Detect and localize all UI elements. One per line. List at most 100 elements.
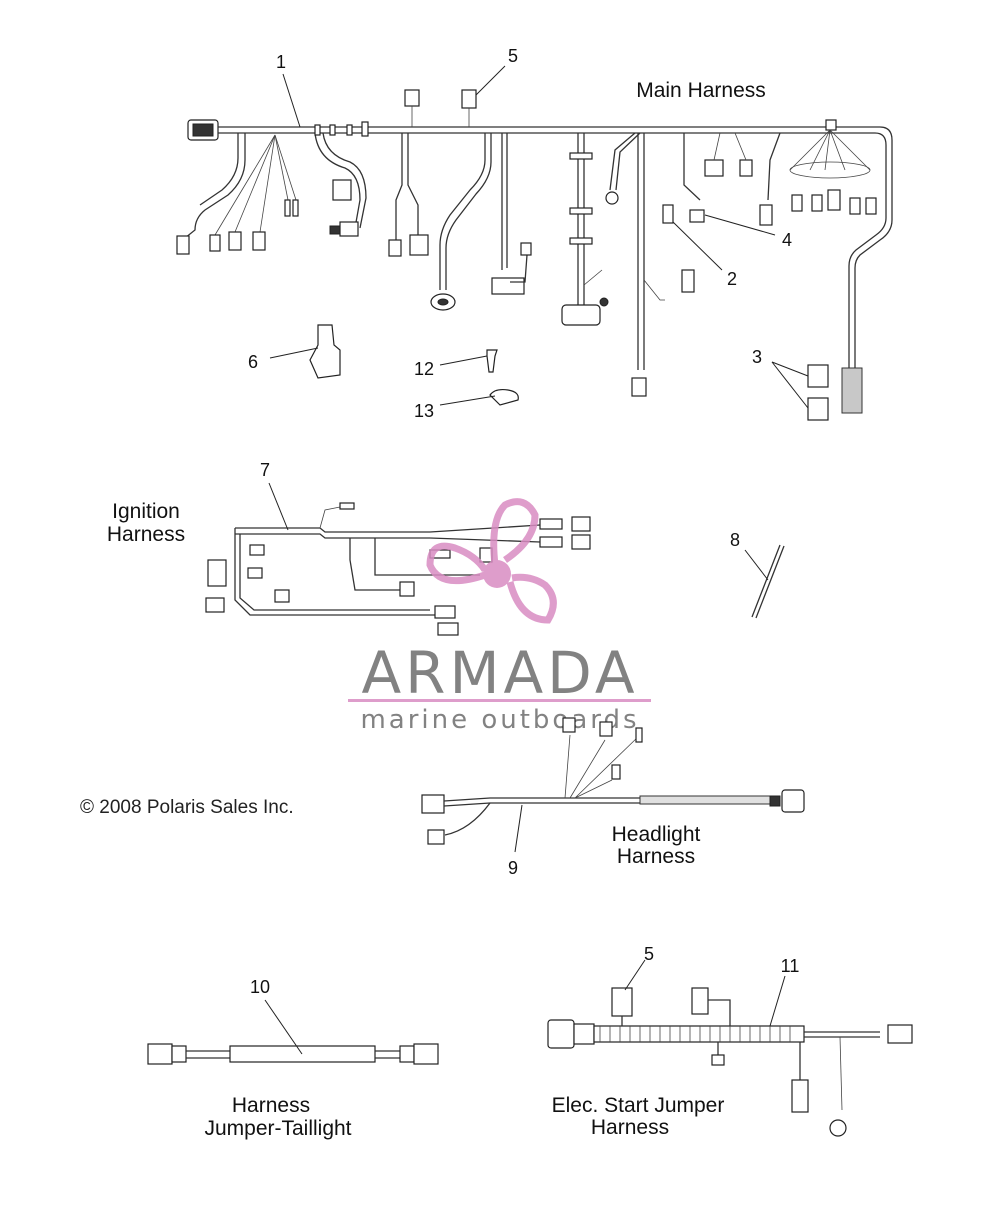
fan-spokes bbox=[789, 129, 871, 171]
ign-top-tap bbox=[319, 506, 341, 529]
main-connector-m bbox=[662, 204, 674, 224]
jt-connector-left-b bbox=[171, 1045, 187, 1063]
main-connector-v bbox=[865, 197, 877, 215]
main-grommet bbox=[599, 297, 609, 307]
prop-blade-left bbox=[426, 542, 488, 585]
hl-connector-d bbox=[635, 727, 643, 743]
relay-top bbox=[461, 89, 477, 109]
main-branch-i bbox=[683, 133, 701, 201]
trunk-clip-4 bbox=[361, 121, 369, 137]
jumper-taillight-harness bbox=[147, 1043, 439, 1065]
part-8-strap bbox=[751, 544, 785, 619]
main-connector-f-tab bbox=[329, 225, 341, 235]
hl-connector-right bbox=[781, 789, 805, 813]
ign-branch-mid-2 bbox=[374, 538, 480, 576]
ign-connector-d bbox=[539, 518, 563, 530]
main-connector-s bbox=[811, 194, 823, 212]
ground-block bbox=[841, 367, 863, 414]
armada-watermark: ARMADA marine outboards bbox=[348, 498, 651, 735]
es-connector-left bbox=[547, 1019, 575, 1049]
es-connector-top bbox=[691, 987, 709, 1015]
main-harness bbox=[176, 89, 893, 421]
main-branch-d-2 bbox=[445, 133, 492, 290]
leader-6 bbox=[269, 347, 319, 359]
main-connector-r bbox=[791, 194, 803, 212]
fan-wire-1 bbox=[214, 134, 276, 236]
ign-connector-k bbox=[434, 605, 456, 619]
hl-branches-up bbox=[564, 734, 641, 799]
leader-5b bbox=[624, 959, 646, 991]
ign-connector-f bbox=[539, 536, 563, 548]
callout-1: 1 bbox=[276, 52, 286, 72]
callout-12: 12 bbox=[414, 359, 434, 379]
callout-8: 8 bbox=[730, 530, 740, 550]
main-branch-c-2 bbox=[407, 133, 419, 235]
callout-5-elec-start: 5 bbox=[644, 944, 654, 964]
es-conduit bbox=[593, 1025, 805, 1043]
main-branch-g-2 bbox=[615, 132, 641, 191]
part-6-relay-boot bbox=[309, 324, 341, 379]
main-connector-i bbox=[491, 277, 525, 295]
main-connector-item3-b bbox=[807, 397, 829, 421]
ign-connector-g bbox=[571, 534, 591, 550]
fan-wire-5 bbox=[274, 134, 297, 201]
main-trunk-lower bbox=[218, 132, 887, 370]
main-connector-c bbox=[228, 231, 242, 251]
main-branch-to-relay bbox=[314, 132, 361, 229]
leader-8 bbox=[744, 549, 769, 581]
fan-ellipse bbox=[789, 161, 871, 179]
main-branch-left-loop-inner bbox=[199, 133, 239, 206]
main-connector-l bbox=[681, 269, 695, 293]
callout-7: 7 bbox=[260, 460, 270, 480]
leader-13 bbox=[439, 395, 496, 406]
ign-lower-loop-2 bbox=[239, 534, 430, 611]
es-connector-bottom bbox=[791, 1079, 809, 1113]
callout-6: 6 bbox=[248, 352, 258, 372]
branch-f-clip-3 bbox=[569, 237, 593, 245]
hl-sleeve-end bbox=[769, 795, 781, 807]
title-elec-start-line2: Harness bbox=[591, 1116, 669, 1139]
branch-h-side-wire bbox=[643, 279, 665, 301]
copyright-notice: © 2008 Polaris Sales Inc. bbox=[80, 797, 294, 818]
es-drop-plug bbox=[711, 1054, 725, 1066]
ign-connector-small bbox=[205, 597, 225, 613]
main-connector-i-plug bbox=[520, 242, 532, 256]
hl-connector-bottom bbox=[427, 829, 445, 845]
main-connector-d bbox=[252, 231, 266, 251]
es-connector-top-wire bbox=[708, 999, 731, 1026]
ign-connector-c bbox=[274, 589, 290, 603]
main-branch-to-relay-2 bbox=[322, 132, 367, 229]
branch-f-side-wire bbox=[583, 269, 603, 286]
fan-wire-2 bbox=[234, 134, 276, 233]
prop-blade-right bbox=[506, 573, 557, 624]
watermark-tagline: marine outboards bbox=[360, 705, 639, 735]
main-connector-top-a bbox=[404, 89, 420, 107]
main-connector-q bbox=[759, 204, 773, 226]
main-connector-n bbox=[689, 209, 705, 223]
es-coil-wire bbox=[839, 1036, 843, 1111]
elec-start-jumper-harness bbox=[547, 987, 913, 1137]
main-connector-t bbox=[827, 189, 841, 211]
main-pin-b bbox=[292, 199, 299, 217]
leader-3a bbox=[771, 361, 809, 377]
ign-trunk-upper bbox=[235, 527, 430, 533]
callout-2: 2 bbox=[727, 269, 737, 289]
jt-connector-right-b bbox=[399, 1045, 415, 1063]
ign-connector-a bbox=[249, 544, 265, 556]
main-connector-o bbox=[704, 159, 724, 177]
callout-4: 4 bbox=[782, 230, 792, 250]
jt-sleeve bbox=[229, 1045, 376, 1063]
es-connector-right bbox=[887, 1024, 913, 1044]
branch-f-clip-2 bbox=[569, 207, 593, 215]
main-connector-e bbox=[332, 179, 352, 201]
fan-wire-4 bbox=[274, 134, 289, 201]
leader-3b bbox=[771, 361, 809, 409]
hl-connector-c bbox=[611, 764, 621, 780]
callout-5-main: 5 bbox=[508, 46, 518, 66]
connector-o-wire bbox=[713, 132, 721, 161]
branch-f-clip-1 bbox=[569, 152, 593, 160]
ign-branch-right-1 bbox=[429, 524, 541, 533]
leader-2 bbox=[672, 221, 723, 271]
leader-4 bbox=[704, 214, 776, 236]
prop-blade-top bbox=[490, 498, 539, 566]
